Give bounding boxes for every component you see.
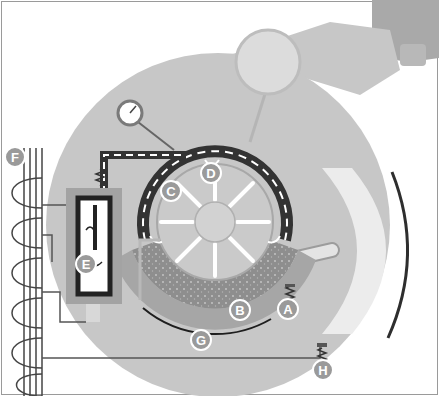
magnifier-circle xyxy=(236,30,300,94)
rotor xyxy=(157,164,273,280)
spring-symbol xyxy=(96,169,104,186)
coil-loop xyxy=(12,338,42,368)
callout-letter: F xyxy=(4,146,26,168)
callout-disc xyxy=(201,163,221,183)
gauge-needle xyxy=(130,106,136,113)
outlet-rim xyxy=(388,172,408,338)
casing-line xyxy=(143,308,271,334)
callout-letter: B xyxy=(229,299,251,321)
rotor-hub xyxy=(195,202,235,242)
coil-line xyxy=(23,148,25,396)
flow-hook xyxy=(268,236,280,242)
vane xyxy=(177,238,200,261)
dotted-chamber xyxy=(132,240,298,309)
leader-line xyxy=(250,94,265,142)
callout-letter: G xyxy=(190,329,212,351)
pipe-line xyxy=(140,240,160,300)
callout-circle: F xyxy=(4,146,26,168)
compression-ring xyxy=(143,151,287,240)
callout-disc xyxy=(5,147,25,167)
callout-letter: D xyxy=(200,162,222,184)
callout-letter: A xyxy=(277,298,299,320)
pressure-gauge xyxy=(118,101,142,125)
coil-line xyxy=(29,148,31,396)
pipe-line xyxy=(42,346,320,358)
callout-circle: C xyxy=(160,180,182,202)
housing-pipe xyxy=(400,44,426,66)
valve-cap xyxy=(317,343,327,347)
callout-disc xyxy=(76,254,96,274)
rotor-vanes xyxy=(161,168,269,276)
coil-loop xyxy=(12,298,42,328)
callout-circle: B xyxy=(229,299,251,321)
flow-dashes xyxy=(143,151,287,240)
coil-loop xyxy=(17,374,43,396)
callout-disc xyxy=(230,300,250,320)
callout-letter: C xyxy=(160,180,182,202)
separator-chamber xyxy=(78,198,110,294)
callout-disc xyxy=(161,181,181,201)
coil-loop xyxy=(12,258,42,288)
callout-circle: G xyxy=(190,329,212,351)
drain-cup xyxy=(86,304,100,322)
callout-letter: H xyxy=(312,359,334,381)
valve-cap xyxy=(285,284,295,287)
pipe-line xyxy=(42,292,86,322)
coil-loop xyxy=(12,178,42,208)
pipe-line xyxy=(42,235,52,262)
vane xyxy=(230,183,253,206)
callout-letter: E xyxy=(75,253,97,275)
vane xyxy=(213,244,217,276)
callout-disc xyxy=(313,360,333,380)
coil-line xyxy=(41,148,43,396)
gauge-stem xyxy=(138,122,174,150)
callout-disc xyxy=(191,330,211,350)
separator-housing xyxy=(66,188,122,304)
callout-circle: D xyxy=(200,162,222,184)
vane xyxy=(161,220,193,224)
compressor-body xyxy=(46,53,390,396)
vane xyxy=(230,238,253,261)
coil-line xyxy=(35,148,37,396)
callout-disc xyxy=(278,299,298,319)
callout-circle: E xyxy=(75,253,97,275)
callout-circle: H xyxy=(312,359,334,381)
pipe-line xyxy=(42,204,66,206)
coil-loop xyxy=(12,218,42,248)
vane xyxy=(237,220,269,224)
separator-tube xyxy=(93,205,97,250)
callout-circle: A xyxy=(277,298,299,320)
condenser-coil xyxy=(12,148,42,396)
